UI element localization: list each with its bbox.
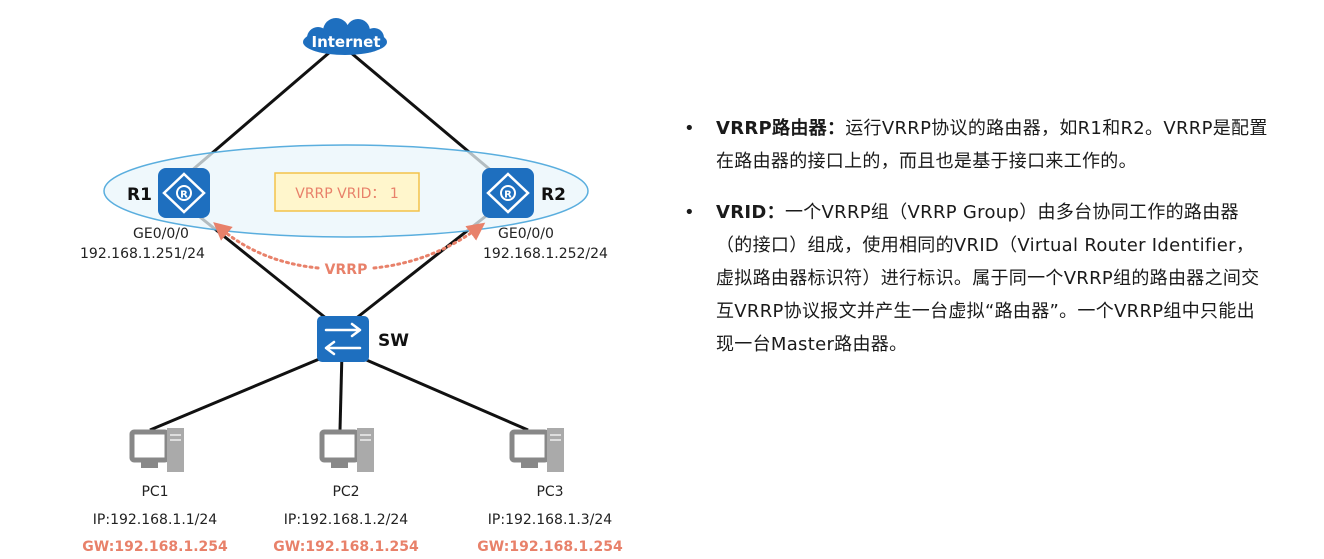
pc3-ip: IP:192.168.1.3/24 <box>488 512 613 528</box>
pc1-ip: IP:192.168.1.1/24 <box>93 512 218 528</box>
vrrp-arrow-left <box>213 222 320 270</box>
vrrp-arrow-right <box>372 222 486 270</box>
switch-icon <box>317 316 369 362</box>
r1-ip: 192.168.1.251/24 <box>80 246 205 262</box>
r1-label: R1 <box>127 185 152 205</box>
bullet-vrid: • VRID：一个VRRP组（VRRP Group）由多台协同工作的路由器（的接… <box>680 196 1270 361</box>
pc-icon <box>129 428 184 472</box>
pc1-gw: GW:192.168.1.254 <box>82 539 228 555</box>
svg-text:R: R <box>180 190 188 201</box>
pc-3: PC3 IP:192.168.1.3/24 GW:192.168.1.254 <box>477 428 623 555</box>
description-list: • VRRP路由器：运行VRRP协议的路由器，如R1和R2。VRRP是配置在路由… <box>680 112 1270 379</box>
bullet-term: VRRP路由器： <box>716 118 846 139</box>
router-icon: R <box>482 168 534 218</box>
internet-cloud: Internet <box>303 18 387 55</box>
bullet-term: VRID： <box>716 202 785 223</box>
pc-1: PC1 IP:192.168.1.1/24 GW:192.168.1.254 <box>82 428 228 555</box>
r2-label: R2 <box>541 185 566 205</box>
pc-2: PC2 IP:192.168.1.2/24 GW:192.168.1.254 <box>273 428 419 555</box>
switch-sw: SW <box>317 316 409 362</box>
link-sw-pc1 <box>149 350 337 432</box>
bullet-dot: • <box>684 118 695 139</box>
bullet-dot: • <box>684 202 695 223</box>
router-icon: R <box>158 168 210 218</box>
r2-ip: 192.168.1.252/24 <box>483 246 608 262</box>
bullet-text: 一个VRRP组（VRRP Group）由多台协同工作的路由器（的接口）组成，使用… <box>716 202 1260 355</box>
pc3-gw: GW:192.168.1.254 <box>477 539 623 555</box>
bullet-vrrp-router: • VRRP路由器：运行VRRP协议的路由器，如R1和R2。VRRP是配置在路由… <box>680 112 1270 178</box>
router-r1: R R1 GE0/0/0 192.168.1.251/24 <box>80 168 210 262</box>
bullet-text: 运行VRRP协议的路由器，如R1和R2。VRRP是配置在路由器的接口上的，而且也… <box>716 118 1268 172</box>
r1-interface: GE0/0/0 <box>133 226 189 242</box>
vrid-text: VRRP VRID： 1 <box>295 186 399 202</box>
router-r2: R R2 GE0/0/0 192.168.1.252/24 <box>482 168 608 262</box>
vrid-box: VRRP VRID： 1 <box>274 172 420 212</box>
vrrp-label: VRRP <box>325 262 368 278</box>
pc-icon <box>509 428 564 472</box>
link-sw-pc2 <box>338 351 344 431</box>
svg-text:R: R <box>504 190 512 201</box>
pc2-name: PC2 <box>332 484 359 500</box>
pc1-name: PC1 <box>141 484 168 500</box>
pc2-gw: GW:192.168.1.254 <box>273 539 419 555</box>
cloud-icon <box>303 18 387 55</box>
vrrp-topology-diagram: Internet R R1 GE0/0/0 192.168.1.251/24 R… <box>80 18 623 555</box>
vrrp-exchange: VRRP <box>213 222 486 278</box>
internet-label: Internet <box>311 33 380 51</box>
sw-label: SW <box>378 331 409 351</box>
r2-interface: GE0/0/0 <box>498 226 554 242</box>
link-sw-pc3 <box>347 350 529 432</box>
pc3-name: PC3 <box>536 484 563 500</box>
pc2-ip: IP:192.168.1.2/24 <box>284 512 409 528</box>
links <box>149 50 529 432</box>
pc-icon <box>319 428 374 472</box>
